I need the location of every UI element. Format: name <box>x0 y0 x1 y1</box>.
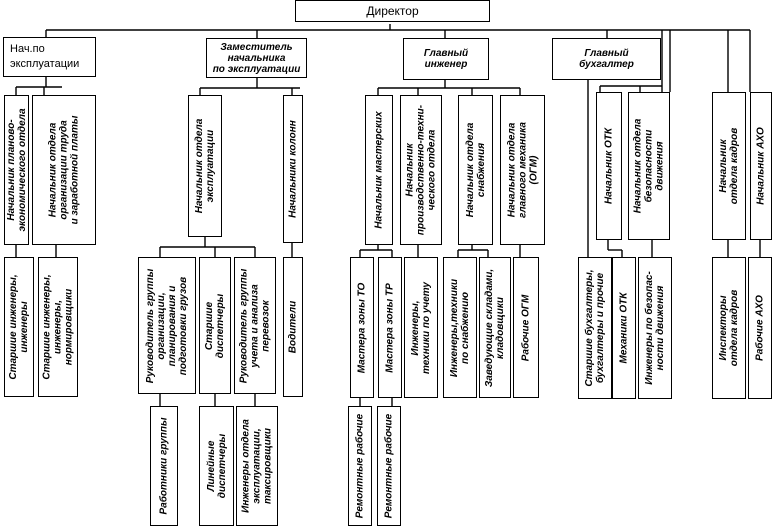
planning-head-label: Начальник планово- экономического отдела <box>5 108 28 232</box>
group-lead-cargo-box: Руководитель группы организации, планиро… <box>138 257 196 394</box>
aho-head-box: Начальник АХО <box>750 92 772 240</box>
hr-head-box: Начальник отдела кадров <box>712 92 746 240</box>
safety-head-label: Начальник отдела безопасности движения <box>632 118 666 214</box>
group-workers-label: Работники группы <box>158 417 170 515</box>
senior-dispatchers-label: Старшие диспетчеры <box>204 293 226 358</box>
accountants-box: Старшие бухгалтеры, бухгалтеры и прочие <box>578 257 612 399</box>
deputy-label: Заместитель начальника по эксплуатации <box>212 41 301 75</box>
to-masters-label: Мастера зоны ТО <box>356 282 368 373</box>
warehouse-heads-box: Заведующие складами, кладовщики <box>479 257 511 398</box>
senior-dispatchers-box: Старшие диспетчеры <box>199 257 231 394</box>
labor-head-box: Начальник отдела организации труда и зар… <box>32 95 96 245</box>
labor-staff-label: Старшие инженеры, инженеры, нормировщики <box>41 274 75 380</box>
ops-chief-box: Нач.по эксплуатации <box>3 37 96 77</box>
line-dispatchers-label: Линейные диспетчеры <box>205 433 228 499</box>
mechanic-head-box: Начальник отдела главного механика (ОГМ) <box>500 95 545 245</box>
production-head-box: Начальник производственно-техни- ческого… <box>400 95 442 245</box>
aho-workers-box: Рабочие АХО <box>748 257 772 399</box>
hr-inspectors-box: Инспекторы отдела кадров <box>712 257 746 399</box>
group-lead-accounting-box: Руководитель группы учета и анализа пере… <box>234 257 276 394</box>
group-lead-cargo-label: Руководитель группы организации, планиро… <box>145 268 189 383</box>
chief-engineer-box: Главный инженер <box>403 38 489 80</box>
otk-mechanics-box: Механики ОТК <box>612 257 636 399</box>
ops-engineers-box: Инженеры отдела эксплуатации, таксировщи… <box>236 406 278 526</box>
workshop-head-label: Начальник мастерских <box>373 111 385 229</box>
tr-masters-label: Мастера зоны ТР <box>384 282 396 373</box>
to-masters-box: Мастера зоны ТО <box>350 257 374 398</box>
group-workers-box: Работники группы <box>150 406 178 526</box>
group-lead-accounting-label: Руководитель группы учета и анализа пере… <box>238 268 272 383</box>
supply-engineers-box: Инженеры,техники по снабжению <box>443 257 477 398</box>
column-head-box: Начальники колонн <box>283 95 303 243</box>
supply-engineers-label: Инженеры,техники по снабжению <box>449 278 471 377</box>
planning-head-box: Начальник планово- экономического отдела <box>4 95 29 245</box>
safety-head-box: Начальник отдела безопасности движения <box>628 92 670 240</box>
repair-workers-1-box: Ремонтные рабочие <box>348 406 372 526</box>
mechanic-head-label: Начальник отдела главного механика (ОГМ) <box>506 121 539 219</box>
chief-engineer-label: Главный инженер <box>423 48 469 70</box>
ops-chief-label: Нач.по эксплуатации <box>10 43 80 70</box>
chief-accountant-box: Главный бухгалтер <box>552 38 661 80</box>
supply-head-box: Начальник отдела снабжения <box>458 95 493 245</box>
ogm-workers-label: Рабочие ОГМ <box>520 294 532 361</box>
accounting-engineers-box: Инженеры, техники по учету <box>404 257 438 398</box>
warehouse-heads-label: Заведующие складами, кладовщики <box>484 268 506 387</box>
planning-staff-box: Старшие инженеры, инженеры <box>4 257 34 397</box>
ops-dept-head-box: Начальник отдела эксплуатации <box>188 95 222 237</box>
ops-dept-head-label: Начальник отдела эксплуатации <box>194 118 216 214</box>
otk-mechanics-label: Механики ОТК <box>618 292 630 364</box>
drivers-box: Водители <box>283 257 303 397</box>
column-head-label: Начальники колонн <box>287 120 299 218</box>
line-dispatchers-box: Линейные диспетчеры <box>199 406 234 526</box>
workshop-head-box: Начальник мастерских <box>365 95 393 245</box>
drivers-label: Водители <box>287 300 299 354</box>
production-head-label: Начальник производственно-техни- ческого… <box>404 104 438 236</box>
safety-engineers-box: Инженеры по безопас- ности движения <box>638 257 672 399</box>
hr-head-label: Начальник отдела кадров <box>718 127 740 205</box>
hr-inspectors-label: Инспекторы отдела кадров <box>718 289 740 367</box>
otk-head-box: Начальник ОТК <box>596 92 622 240</box>
aho-workers-label: Рабочие АХО <box>754 295 766 361</box>
tr-masters-box: Мастера зоны ТР <box>378 257 402 398</box>
accounting-engineers-label: Инженеры, техники по учету <box>410 281 432 374</box>
labor-head-label: Начальник отдела организации труда и зар… <box>47 115 81 225</box>
repair-workers-1-label: Ремонтные рабочие <box>354 413 366 519</box>
ogm-workers-box: Рабочие ОГМ <box>513 257 539 398</box>
labor-staff-box: Старшие инженеры, инженеры, нормировщики <box>38 257 78 397</box>
planning-staff-label: Старшие инженеры, инженеры <box>8 274 30 380</box>
aho-head-label: Начальник АХО <box>755 127 767 205</box>
repair-workers-2-box: Ремонтные рабочие <box>377 406 401 526</box>
chief-accountant-label: Главный бухгалтер <box>579 48 634 70</box>
director-box: Директор <box>295 0 490 22</box>
otk-head-label: Начальник ОТК <box>603 127 615 205</box>
ops-engineers-label: Инженеры отдела эксплуатации, таксировщи… <box>240 419 274 513</box>
deputy-box: Заместитель начальника по эксплуатации <box>206 38 307 78</box>
supply-head-label: Начальник отдела снабжения <box>464 122 487 218</box>
safety-engineers-label: Инженеры по безопас- ности движения <box>644 271 666 385</box>
repair-workers-2-label: Ремонтные рабочие <box>383 413 395 519</box>
accountants-label: Старшие бухгалтеры, бухгалтеры и прочие <box>584 269 606 387</box>
director-label: Директор <box>366 3 419 18</box>
